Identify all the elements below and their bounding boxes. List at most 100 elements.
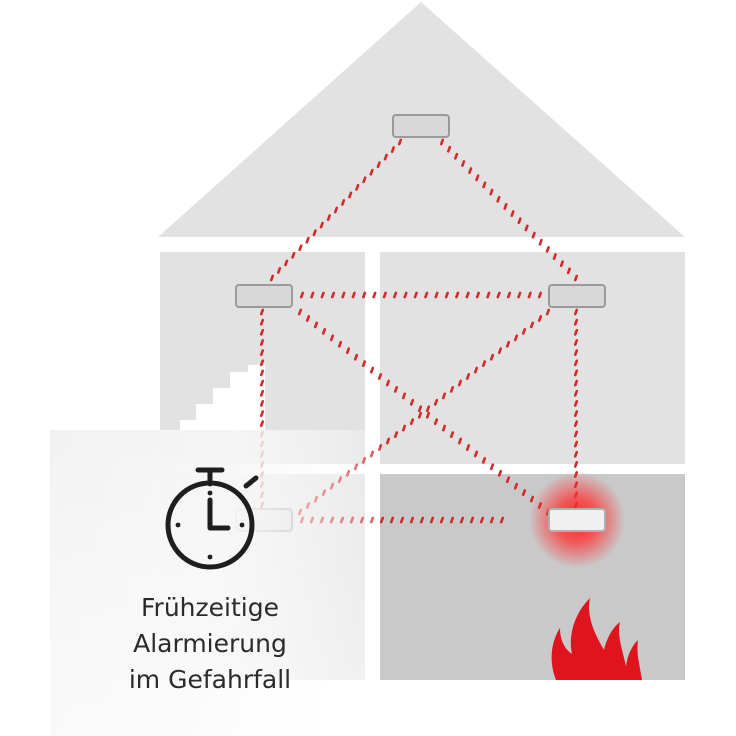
signal-dot [429, 516, 435, 524]
signal-dot [326, 214, 331, 221]
signal-dot [573, 318, 579, 326]
signal-dot [573, 328, 579, 336]
signal-dot [459, 516, 465, 524]
signal-dot [465, 291, 470, 299]
signal-dot [573, 308, 579, 316]
signal-dot [513, 482, 519, 490]
signal-dot [573, 410, 579, 417]
signal-dot [441, 392, 447, 400]
signal-dot [425, 411, 431, 419]
signal-dot [383, 153, 388, 161]
signal-dot [517, 291, 522, 299]
signal-dot [444, 291, 449, 299]
signal-dot [299, 291, 305, 299]
signal-dot [465, 373, 471, 380]
signal-dot [341, 291, 346, 299]
signal-dot [552, 253, 557, 260]
signal-dot [524, 224, 529, 232]
signal-dot [573, 359, 579, 367]
signal-dot [481, 360, 487, 367]
signal-dot [566, 267, 571, 275]
signal-dot [425, 405, 431, 413]
signal-dot [393, 291, 398, 299]
signal-dot [259, 389, 265, 397]
signal-dot [468, 167, 473, 174]
signal-dot [479, 516, 485, 524]
signal-dot [419, 516, 425, 524]
signal-dot [389, 516, 395, 524]
signal-dot [305, 315, 311, 322]
signal-dot [434, 291, 439, 299]
signal-dot [465, 444, 471, 451]
signal-dot [457, 437, 463, 445]
signal-dot [401, 424, 407, 432]
signal-dot [475, 174, 480, 182]
signal-dot [573, 274, 579, 282]
smoke-detector-alarm [548, 508, 606, 532]
signal-dot [341, 199, 346, 206]
signal-dot [441, 424, 447, 432]
signal-dot [259, 410, 265, 417]
signal-dot [298, 244, 303, 252]
smoke-detector-upper-left [235, 284, 293, 308]
signal-dot [538, 238, 543, 246]
signal-dot [573, 379, 579, 387]
signal-dot [496, 195, 501, 203]
signal-dot [393, 386, 399, 393]
signal-dot [333, 206, 339, 214]
smoke-detector-roof [392, 114, 450, 138]
signal-dot [529, 321, 535, 329]
signal-dot [510, 210, 515, 217]
signal-dot [382, 291, 387, 299]
signal-dot [527, 291, 532, 299]
signal-dot [259, 339, 265, 346]
signal-dot [320, 291, 325, 299]
signal-dot [284, 259, 289, 267]
signal-dot [409, 398, 415, 406]
signal-dot [369, 366, 375, 374]
signal-dot [513, 334, 519, 342]
signal-dot [433, 418, 439, 426]
signal-dot [259, 369, 265, 377]
signal-dot [573, 339, 579, 346]
signal-dot [573, 389, 579, 397]
signal-dot [455, 291, 460, 299]
signal-dot [457, 379, 463, 387]
signal-dot [439, 138, 445, 146]
signal-dot [489, 516, 495, 524]
signal-dot [353, 353, 359, 361]
signal-dot [312, 229, 317, 237]
signal-dot [417, 411, 423, 419]
signal-dot [259, 359, 265, 367]
signal-dot [521, 328, 527, 335]
caption-line-1: Frühzeitige [141, 593, 279, 622]
signal-dot [473, 450, 479, 458]
signal-dot [489, 188, 494, 196]
signal-dot [573, 450, 579, 458]
signal-dot [449, 386, 455, 393]
signal-dot [377, 373, 383, 380]
signal-dot [433, 398, 439, 406]
signal-dot [330, 291, 336, 299]
signal-dot [537, 315, 543, 322]
signal-dot [573, 369, 579, 377]
signal-dot [259, 308, 265, 316]
signal-dot [259, 328, 265, 336]
signal-dot [497, 347, 503, 355]
signal-dot [390, 146, 395, 153]
signal-dot [573, 461, 579, 468]
signal-dot [482, 181, 487, 189]
signal-dot [348, 191, 353, 199]
signal-dot [489, 463, 495, 471]
signal-dot [545, 246, 550, 253]
signal-dot [313, 321, 319, 329]
signal-dot [355, 183, 360, 191]
signal-dot [369, 168, 374, 176]
signal-dot [486, 291, 491, 299]
signal-dot [259, 318, 265, 326]
signal-dot [385, 437, 391, 445]
staircase [180, 365, 265, 430]
signal-dot [401, 392, 407, 400]
signal-dot [529, 495, 535, 503]
